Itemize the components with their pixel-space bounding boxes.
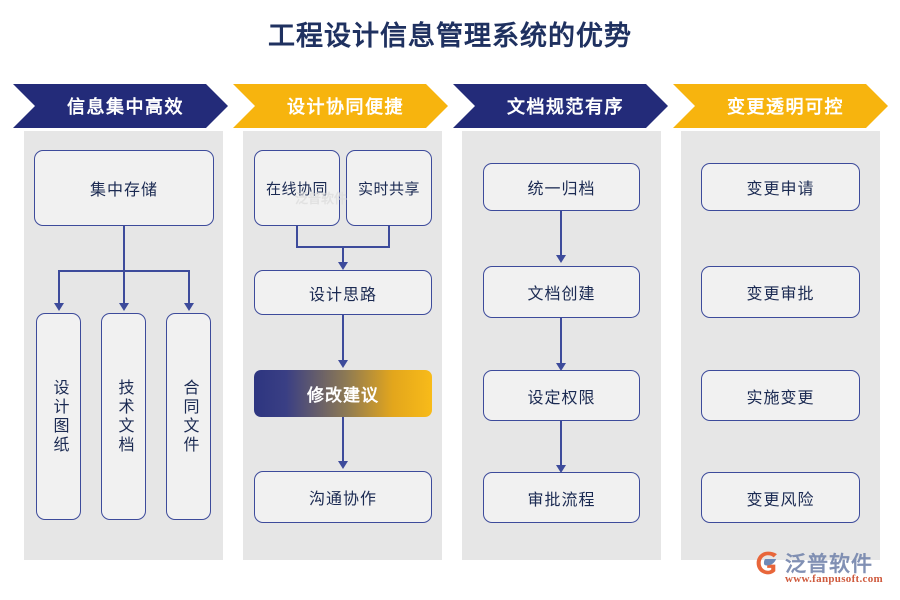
- node-set-permissions-label: 设定权限: [527, 389, 596, 407]
- column-header-2[interactable]: 设计协同便捷: [233, 84, 448, 128]
- fanpu-logo-icon: [756, 551, 777, 575]
- column-header-1[interactable]: 信息集中高效: [13, 84, 228, 128]
- node-contract-files-label: 合同文件: [180, 378, 198, 455]
- arrow-c2-3: [338, 461, 348, 469]
- node-technical-docs-label: 技术文档: [115, 378, 133, 455]
- node-implement-change-label: 实施变更: [746, 389, 815, 407]
- connector-c3-1: [560, 211, 562, 256]
- connector-c1-trunk: [123, 226, 125, 271]
- node-unified-archiving-label: 统一归档: [527, 181, 596, 198]
- connector-c2-left-drop: [296, 226, 298, 247]
- node-online-collaboration-label: 在线协同: [265, 181, 328, 198]
- node-centralized-storage-label: 集中存储: [89, 182, 158, 199]
- arrow-c1-3: [184, 303, 194, 311]
- column-header-4-label: 变更透明可控: [727, 97, 844, 117]
- connector-c2-right-drop: [388, 226, 390, 247]
- arrow-c1-1: [54, 303, 64, 311]
- node-change-risk-label: 变更风险: [746, 491, 815, 509]
- node-communication-collaboration[interactable]: 沟通协作: [254, 471, 432, 523]
- node-change-risk[interactable]: 变更风险: [701, 472, 860, 523]
- node-document-creation-label: 文档创建: [527, 286, 596, 303]
- node-approval-process-label: 审批流程: [527, 491, 596, 509]
- node-change-approval-label: 变更审批: [746, 286, 815, 303]
- connector-c2-merge-stem: [342, 246, 344, 264]
- arrow-c3-2: [556, 363, 566, 371]
- arrow-c2-2: [338, 360, 348, 368]
- node-approval-process[interactable]: 审批流程: [483, 472, 640, 523]
- node-document-creation[interactable]: 文档创建: [483, 266, 640, 318]
- node-communication-collaboration-label: 沟通协作: [308, 491, 377, 508]
- column-header-1-label: 信息集中高效: [67, 97, 184, 117]
- arrow-c1-2: [119, 303, 129, 311]
- page-title: 工程设计信息管理系统的优势: [268, 21, 632, 51]
- node-technical-docs[interactable]: 技术文档: [101, 313, 146, 520]
- connector-c3-3: [560, 421, 562, 466]
- node-realtime-sharing-label: 实时共享: [357, 181, 420, 198]
- connector-c1-drop-3: [188, 270, 190, 304]
- node-design-approach-label: 设计思路: [308, 286, 377, 304]
- connector-c2-2: [342, 315, 344, 361]
- node-realtime-sharing[interactable]: 实时共享: [346, 150, 432, 226]
- node-revision-suggestion[interactable]: 修改建议: [254, 370, 432, 417]
- node-set-permissions[interactable]: 设定权限: [483, 370, 640, 421]
- node-online-collaboration[interactable]: 在线协同: [254, 150, 340, 226]
- node-implement-change[interactable]: 实施变更: [701, 370, 860, 421]
- column-header-3-label: 文档规范有序: [507, 97, 624, 117]
- node-change-request-label: 变更申请: [746, 181, 815, 198]
- node-change-request[interactable]: 变更申请: [701, 163, 860, 211]
- node-design-drawings-label: 设计图纸: [50, 378, 68, 455]
- node-design-approach[interactable]: 设计思路: [254, 270, 432, 315]
- arrow-c3-3: [556, 465, 566, 473]
- node-centralized-storage[interactable]: 集中存储: [34, 150, 214, 226]
- arrow-c2-merge: [338, 262, 348, 270]
- node-change-approval[interactable]: 变更审批: [701, 266, 860, 318]
- connector-c2-3: [342, 417, 344, 462]
- brand-url: www.fanpusoft.com: [785, 573, 883, 585]
- connector-c1-drop-1: [58, 270, 60, 304]
- column-header-2-label: 设计协同便捷: [287, 97, 404, 117]
- connector-c1-drop-2: [123, 270, 125, 304]
- column-header-3[interactable]: 文档规范有序: [453, 84, 668, 128]
- node-design-drawings[interactable]: 设计图纸: [36, 313, 81, 520]
- column-header-4[interactable]: 变更透明可控: [673, 84, 888, 128]
- brand-name: 泛普软件: [785, 552, 873, 576]
- brand-logo: 泛普软件 www.fanpusoft.com: [755, 548, 895, 592]
- connector-c3-2: [560, 318, 562, 364]
- arrow-c3-1: [556, 255, 566, 263]
- node-contract-files[interactable]: 合同文件: [166, 313, 211, 520]
- node-revision-suggestion-label: 修改建议: [307, 386, 379, 405]
- node-unified-archiving[interactable]: 统一归档: [483, 163, 640, 211]
